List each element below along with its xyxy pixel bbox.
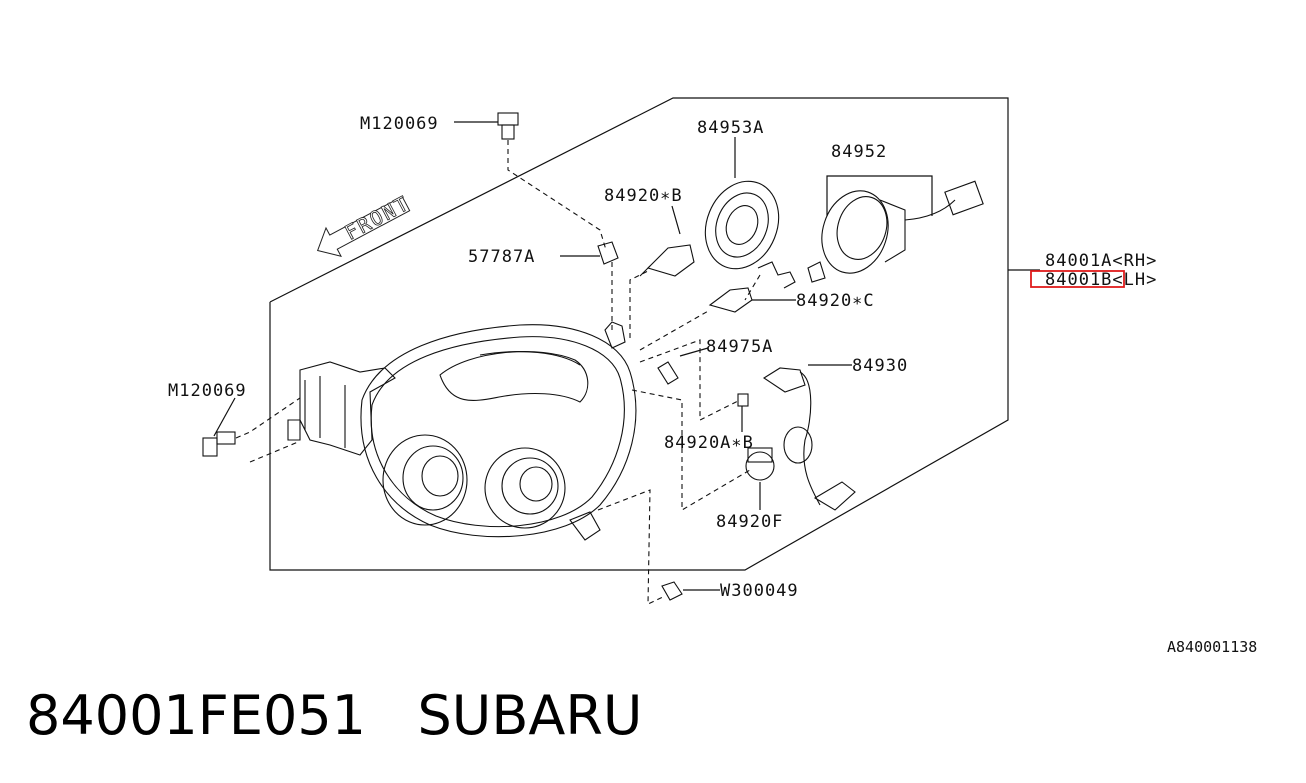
part-labels: M120069 M120069 57787A 84953A 84952 8492… [168, 114, 1157, 601]
bolt-icon [497, 112, 519, 140]
label-84001b[interactable]: 84001B<LH> [1045, 270, 1157, 290]
bulb-icon [745, 447, 775, 481]
front-arrow-label: FRONT [341, 191, 414, 245]
label-84920b[interactable]: 84920∗B [604, 186, 683, 206]
headlight-housing [287, 321, 637, 541]
label-84920f[interactable]: 84920F [716, 512, 783, 532]
small-bulb-icon [737, 393, 749, 407]
front-arrow-icon: FRONT [316, 190, 414, 257]
highlight-box [1030, 270, 1125, 288]
bolt-icon [202, 431, 236, 457]
label-57787a[interactable]: 57787A [468, 247, 535, 267]
figure-code: A840001138 [1167, 638, 1257, 656]
label-84920c[interactable]: 84920∗C [796, 291, 875, 311]
retaining-ring-icon [704, 180, 780, 270]
assembly-outline [269, 97, 1009, 571]
label-84952[interactable]: 84952 [831, 142, 887, 162]
label-w300049[interactable]: W300049 [720, 581, 799, 601]
screw-icon [661, 581, 683, 601]
label-84975a[interactable]: 84975A [706, 337, 773, 357]
part-number: 84001FE051 [26, 684, 367, 747]
leader-lines [213, 121, 1040, 591]
label-84930[interactable]: 84930 [852, 356, 908, 376]
wire-clip-icon [757, 261, 796, 289]
label-84001a[interactable]: 84001A<RH> [1045, 251, 1157, 271]
socket-harness-icon [762, 367, 856, 511]
guide-lines [235, 140, 761, 605]
label-m120069-top[interactable]: M120069 [360, 114, 439, 134]
bulb-socket-icon [807, 180, 984, 283]
grommet-icon [657, 361, 679, 385]
brand-name: SUBARU [417, 684, 643, 747]
label-84953a[interactable]: 84953A [697, 118, 764, 138]
bulb-icon [708, 287, 753, 313]
bulb-icon [639, 244, 695, 277]
clip-nut-icon [597, 241, 619, 265]
page-title: 84001FE051 SUBARU [26, 686, 642, 746]
parts-diagram: FRONT [168, 97, 1257, 656]
label-84920ab[interactable]: 84920A∗B [664, 433, 754, 453]
label-m120069-left[interactable]: M120069 [168, 381, 247, 401]
